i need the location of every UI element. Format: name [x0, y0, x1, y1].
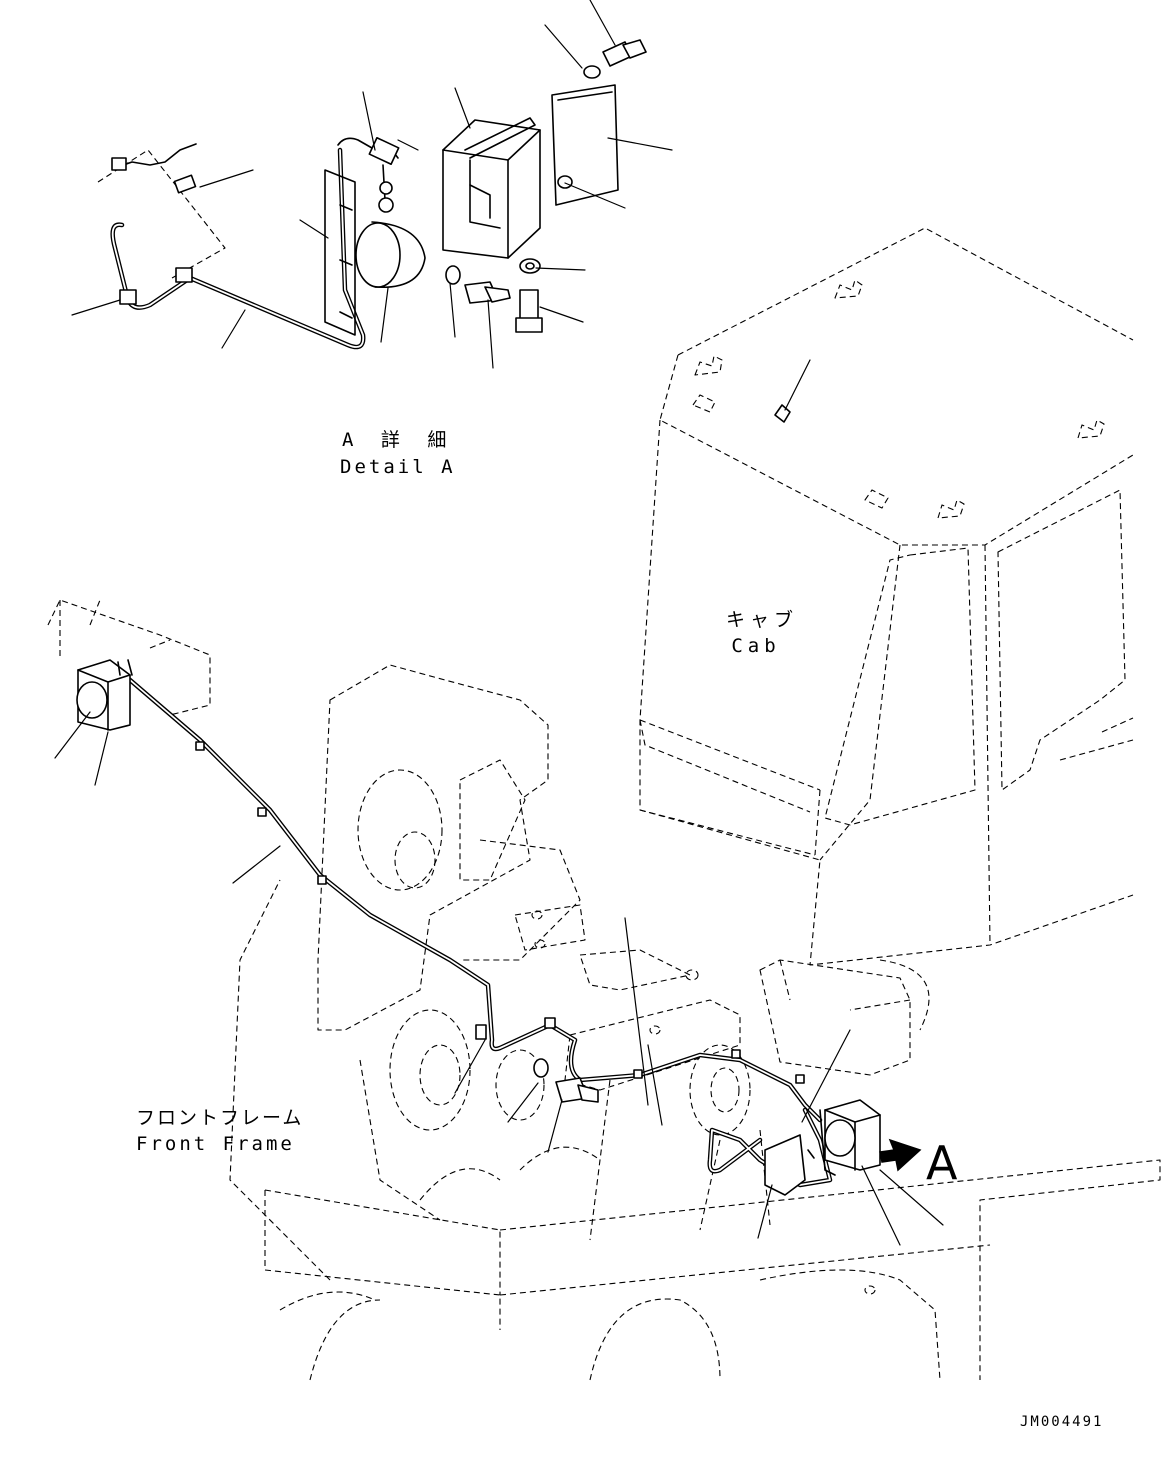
harness-group [54, 659, 944, 1246]
detail-a-title-en: Detail A [340, 456, 456, 478]
cab-label-jp: キャブ [726, 609, 799, 631]
main-harness-wire [127, 677, 823, 1123]
view-arrow-label: A [926, 1136, 958, 1190]
cab-label-en: Cab [731, 635, 781, 657]
detail-a-title-jp: A 詳 細 [342, 429, 455, 451]
detail-a-group [71, 0, 673, 369]
drawing-number: JM004491 [1020, 1414, 1104, 1430]
front-frame-label-jp: フロントフレーム [136, 1107, 304, 1129]
horn-icon [355, 222, 401, 288]
cover-plate-icon [551, 84, 619, 206]
right-horn-icon [824, 1119, 856, 1157]
horn-box-icon [442, 119, 541, 259]
view-arrow-icon [879, 1138, 922, 1172]
left-horn-icon [76, 681, 108, 719]
clip-icon [173, 174, 197, 194]
connector-icon [111, 157, 127, 171]
front-frame-group [47, 599, 1161, 1381]
cab-group [639, 227, 1134, 966]
front-frame-label-en: Front Frame [136, 1133, 295, 1155]
